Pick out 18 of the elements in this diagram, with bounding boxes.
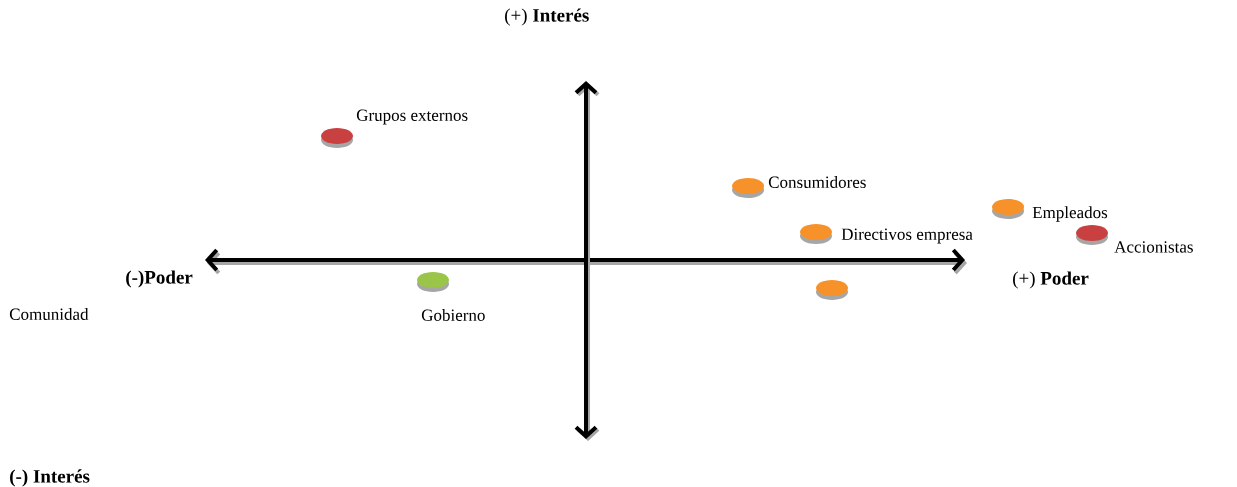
marker-label: Gobierno <box>421 309 485 321</box>
disc-marker <box>816 280 848 300</box>
disc-marker <box>321 128 353 148</box>
axis-label: (-) Interés <box>10 469 90 487</box>
axis-label: (+) Interés <box>505 8 589 26</box>
marker-label: Empleados <box>1032 206 1108 222</box>
axis-label: (-)Poder <box>126 270 193 288</box>
disc-marker <box>732 178 764 198</box>
disc-marker <box>417 272 449 292</box>
disc-marker <box>800 224 832 244</box>
marker-label: Accionistas <box>1114 241 1193 253</box>
axis-label: (+) Poder <box>1013 271 1089 289</box>
disc-marker <box>1076 225 1108 245</box>
marker-label: Grupos externos <box>356 109 468 125</box>
marker-label: Consumidores <box>768 176 866 188</box>
marker-label: Directivos empresa <box>841 228 973 244</box>
disc-marker <box>992 199 1024 219</box>
point-label: Comunidad <box>9 308 89 320</box>
